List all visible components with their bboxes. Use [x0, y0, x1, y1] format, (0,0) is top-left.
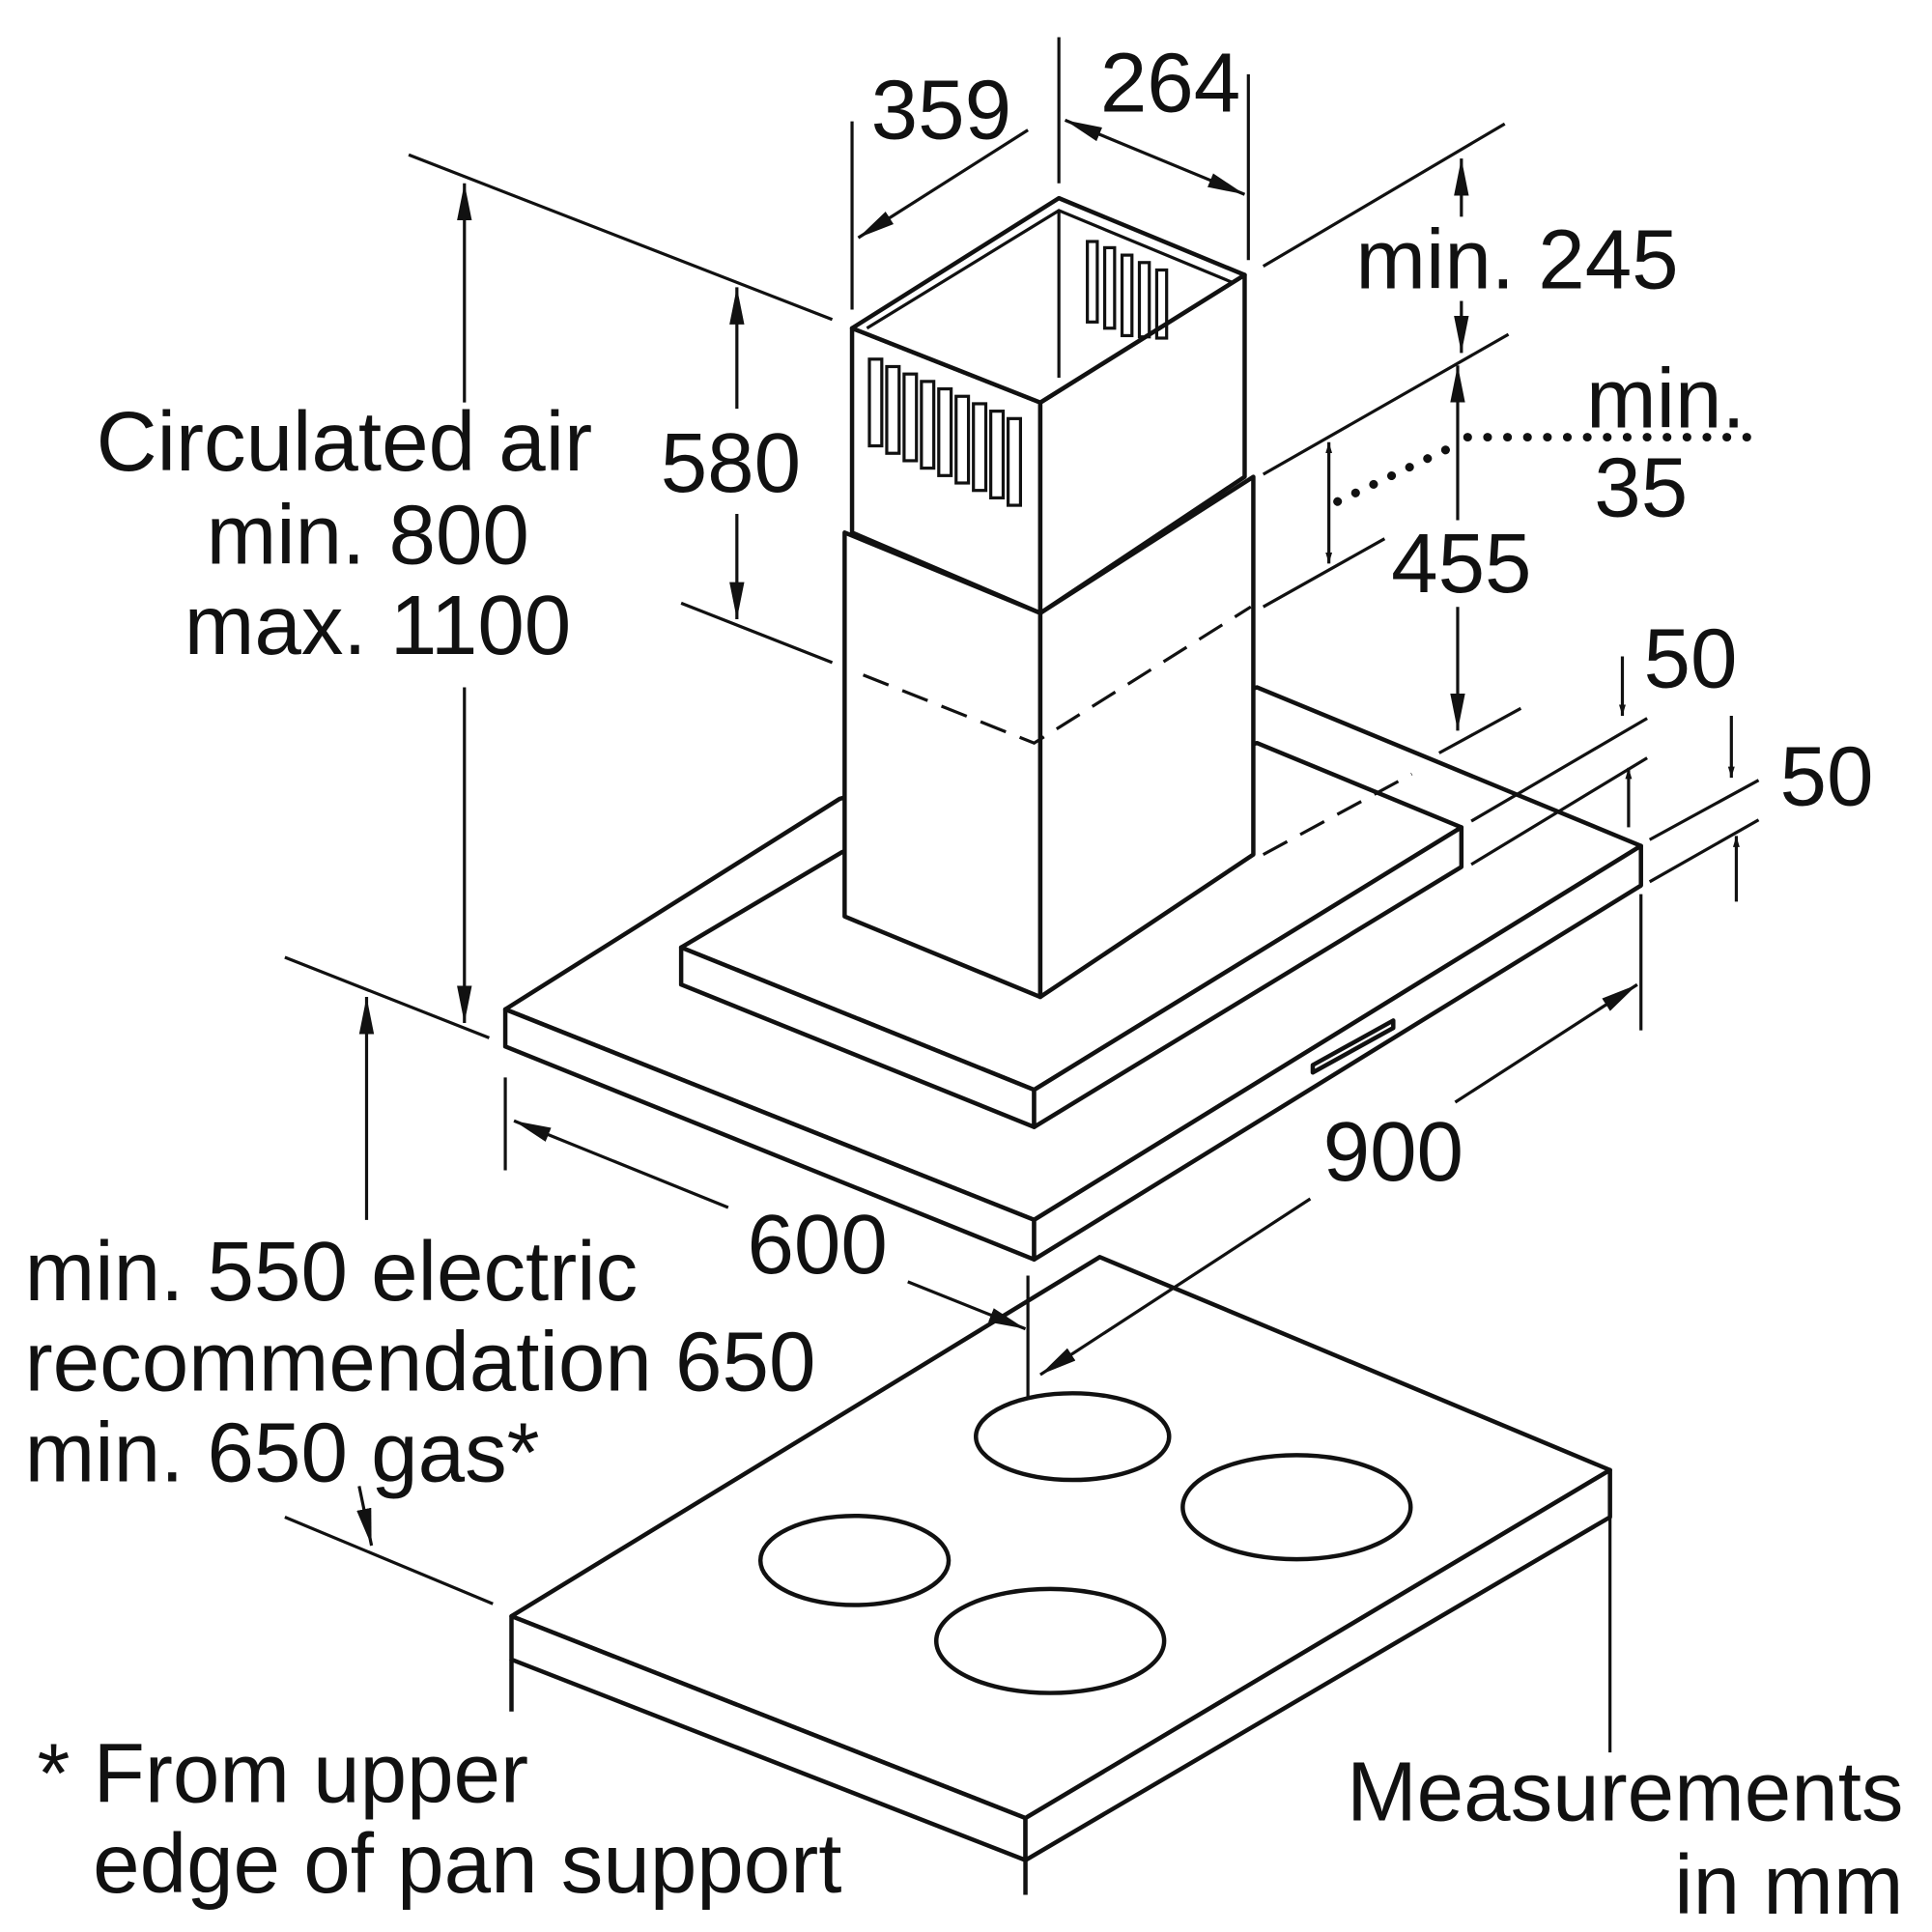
footnote-line-1: * From upper: [37, 1726, 528, 1820]
burner: [1180, 1453, 1413, 1562]
dimension-lines: [284, 37, 1763, 1605]
clearance-recommendation-label: recommendation 650: [25, 1316, 816, 1409]
burner: [933, 1586, 1167, 1695]
label-455: 455: [1391, 517, 1531, 611]
hob: [509, 1255, 1612, 1895]
label-600: 600: [747, 1198, 887, 1292]
label-min: min.: [1586, 352, 1746, 445]
units-line-2: in mm: [1674, 1838, 1903, 1932]
footnote-line-2: edge of pan support: [93, 1817, 841, 1911]
label-35: 35: [1594, 441, 1688, 535]
label-900: 900: [1323, 1105, 1463, 1199]
label-264: 264: [1100, 36, 1240, 129]
label-359: 359: [871, 64, 1011, 157]
units-line-1: Measurements: [1347, 1746, 1903, 1839]
clearance-electric-label: min. 550 electric: [25, 1225, 639, 1319]
label-50-b: 50: [1780, 729, 1874, 823]
circulated-air-label: Circulated air: [97, 395, 592, 489]
dimension-labels: 359 264 min. 245 min. 35 580 455 50 50 9…: [25, 36, 1904, 1931]
circulated-max-label: max. 1100: [185, 579, 572, 672]
clearance-gas-label: min. 650 gas*: [25, 1406, 540, 1499]
label-min-245: min. 245: [1355, 213, 1678, 307]
burner: [974, 1391, 1172, 1483]
burner: [757, 1513, 952, 1607]
label-580: 580: [661, 416, 801, 510]
circulated-min-label: min. 800: [207, 488, 529, 582]
vent-slots: [867, 240, 1169, 507]
label-50-a: 50: [1644, 612, 1738, 706]
chimney: [842, 195, 1256, 1000]
